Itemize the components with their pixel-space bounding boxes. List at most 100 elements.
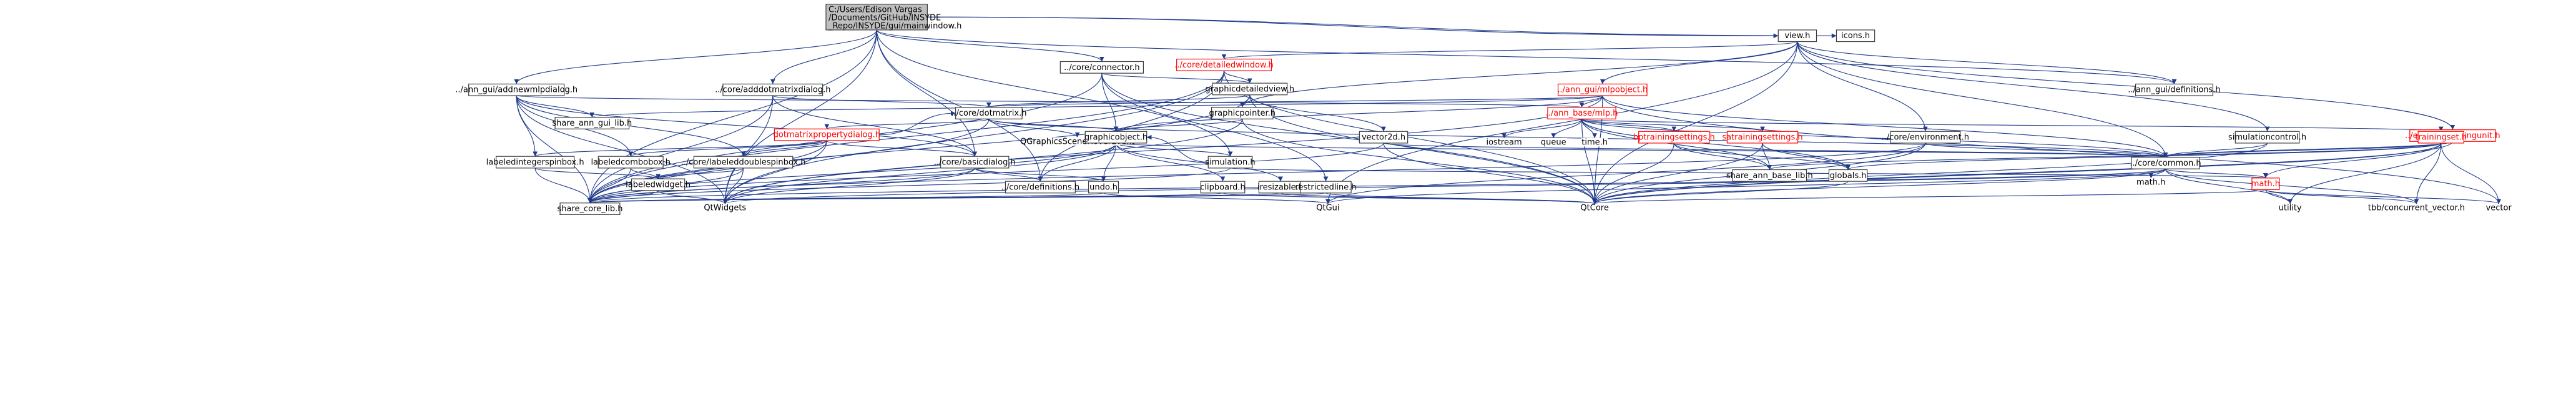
node-label: C:/Users/Edison Vargas/Documents/GitHub/… (828, 6, 961, 31)
node-label: clipboard.h (1200, 182, 1246, 192)
node-icons[interactable]: icons.h (1836, 29, 1875, 42)
node-timeh[interactable]: time.h (1581, 138, 1608, 148)
dependency-edge-restricted-to-corelib (588, 192, 1327, 204)
dependency-edge-dotmatrix-to-dmprop (824, 118, 990, 129)
node-labeledint[interactable]: labeledintegerspinbox.h (486, 156, 584, 169)
node-annbasemlp[interactable]: ../ann_base/mlp.h (1546, 107, 1618, 119)
node-box (495, 156, 575, 169)
dependency-edge-mainwindow-to-simulation (876, 29, 1233, 157)
node-labeledwidget[interactable]: labeledwidget.h (626, 178, 691, 191)
node-dotmatrix[interactable]: ../core/dotmatrix.h (951, 107, 1026, 119)
node-annguilib[interactable]: share_ann_gui_lib.h (552, 117, 632, 129)
node-queue[interactable]: queue (1540, 138, 1568, 148)
node-mlpobject[interactable]: ../ann_gui/mlpobject.h (1557, 83, 1648, 96)
node-box (1176, 58, 1272, 71)
node-box (1557, 83, 1648, 96)
dependency-edge-annbasemlp-to-bpsettings (1581, 118, 1676, 132)
node-basicdialog[interactable]: ../core/basicdialog.h (934, 156, 1016, 169)
node-corelib[interactable]: share_core_lib.h (557, 202, 623, 215)
node-qtgui[interactable]: QtGui (1312, 204, 1343, 213)
node-label: undo.h (1089, 182, 1118, 192)
node-addnewmlp[interactable]: ../ann_gui/addnewmlpdialog.h (455, 83, 578, 96)
node-label: graphicdetailedview.h (1205, 84, 1294, 94)
node-tbbvec[interactable]: tbb/concurrent_vector.h (2368, 204, 2465, 213)
node-undo[interactable]: undo.h (1088, 181, 1119, 194)
node-label: ../ann_gui/addnewmlpdialog.h (455, 86, 578, 95)
dependency-edge-graphicdetailed-to-vector2d (1249, 94, 1386, 132)
dependency-edge-common-to-qtcore (1592, 168, 2166, 204)
node-coredefs[interactable]: ../core/definitions.h (1001, 181, 1080, 194)
node-box (1084, 131, 1148, 144)
node-label: graphicpointer.h (1209, 109, 1276, 118)
node-label: trainingset.h (2415, 133, 2467, 142)
dependency-edge-labeledcombo-to-corelib (587, 168, 631, 203)
node-globals[interactable]: globals.h (1828, 169, 1868, 182)
dependency-edge-dmprop-to-labeledint (533, 140, 827, 157)
node-label: ../core/connector.h (1064, 63, 1139, 72)
node-labeledcombo[interactable]: labeledcombobox.h (591, 156, 671, 169)
node-box (468, 83, 565, 96)
node-restricted[interactable]: restrictedline.h (1295, 181, 1357, 194)
dependency-edge-addnewmlp-to-qtwidgets (516, 96, 728, 204)
node-label: satrainingsettings.h (1722, 133, 1802, 142)
node-qtwidgets[interactable]: QtWidgets (702, 204, 748, 213)
node-mathh[interactable]: math.h (2135, 178, 2166, 187)
dependency-edge-labeleddouble-to-labeledwidget (656, 168, 744, 179)
dependency-edge-view-to-detailedwindow (1222, 41, 1798, 60)
node-sasettings[interactable]: satrainingsettings.h (1722, 131, 1803, 144)
dependency-edge-trainingset-to-qtcore (1592, 142, 2442, 204)
node-iresizable[interactable]: iresizable.h (1257, 181, 1304, 194)
node-bpsettings[interactable]: bptrainingsettings.h (1633, 131, 1715, 144)
dependency-edge-addmatrix-to-qtwidgets (722, 96, 774, 204)
node-label: dotmatrixpropertydialog.h (774, 131, 880, 140)
node-graphicdetailed[interactable]: graphicdetailedview.h (1205, 82, 1294, 96)
dependency-edge-mlpobject-to-graphicobject (1113, 95, 1603, 132)
dependency-edge-coremath-to-qtcore (1593, 189, 2266, 204)
node-detailedwindow[interactable]: ../core/detailedwindow.h (1174, 58, 1274, 71)
dependency-edge-view-to-mlpobject (1600, 41, 1798, 84)
node-vector[interactable]: vector (2484, 204, 2513, 213)
node-graphicobject[interactable]: graphicobject.h (1084, 131, 1148, 144)
dependency-edge-connector-to-graphicobject (1101, 73, 1119, 132)
node-common[interactable]: ../core/common.h (2130, 156, 2201, 169)
node-graphicpointer[interactable]: graphicpointer.h (1209, 107, 1276, 119)
dependency-edge-detailedwindow-to-graphicdetailed (1223, 70, 1252, 84)
node-vector2d[interactable]: vector2d.h (1359, 131, 1408, 144)
node-utility[interactable]: utility (2276, 204, 2304, 213)
node-view[interactable]: view.h (1777, 29, 1817, 42)
node-label: labeledwidget.h (626, 180, 691, 189)
node-simcontrol[interactable]: simulationcontrol.h (2228, 131, 2306, 144)
node-addmatrix[interactable]: ../core/adddotmatrixdialog.h (715, 83, 830, 96)
node-labeleddouble[interactable]: ../core/labeleddoublespinbox.h (681, 156, 806, 169)
node-mainwindow[interactable]: C:/Users/Edison Vargas/Documents/GitHub/… (825, 4, 961, 31)
node-dmprop[interactable]: dotmatrixpropertydialog.h (774, 128, 880, 141)
dependency-edge-addnewmlp-to-annbasemlp (516, 95, 1583, 108)
node-simulation[interactable]: simulation.h (1205, 156, 1256, 169)
node-box (2234, 131, 2300, 144)
node-connector[interactable]: ../core/connector.h (1059, 61, 1144, 74)
node-environment[interactable]: ../core/environment.h (1882, 131, 1969, 144)
dependency-edge-basicdialog-to-corelib (587, 168, 975, 204)
dependency-edge-trainingset-to-tbbvec (2414, 142, 2442, 204)
node-box (2135, 83, 2213, 96)
dependency-edge-mainwindow-to-addnewmlp (514, 29, 877, 84)
dependency-edge-mainwindow-to-icons (927, 16, 1837, 39)
node-box (2417, 131, 2464, 144)
dependency-edge-dmprop-to-labeleddouble (740, 140, 827, 157)
node-label: math.h (2136, 178, 2165, 187)
node-trainingset[interactable]: trainingset.h (2415, 131, 2467, 144)
node-annbaselib[interactable]: share_ann_base_lib.h (1726, 169, 1813, 182)
node-anndefs[interactable]: ../ann_gui/definitions.h (2128, 83, 2221, 96)
node-coremath[interactable]: math.h (2251, 178, 2280, 191)
node-qtcore[interactable]: QtCore (1578, 204, 1611, 213)
node-clipboard[interactable]: clipboard.h (1200, 181, 1246, 194)
node-label: share_ann_base_lib.h (1726, 171, 1813, 181)
dependency-edge-bpsettings-to-annbaselib (1673, 142, 1772, 170)
dependency-edge-common-to-coremath (2165, 168, 2268, 179)
dependency-edge-addmatrix-to-basicdialog (772, 96, 978, 157)
node-label: ../core/basicdialog.h (934, 158, 1016, 168)
node-box (1200, 181, 1246, 194)
node-iostream[interactable]: iostream (1486, 138, 1522, 148)
node-label: bptrainingsettings.h (1633, 133, 1715, 142)
dependency-edge-dmprop-to-corelib (587, 140, 827, 203)
